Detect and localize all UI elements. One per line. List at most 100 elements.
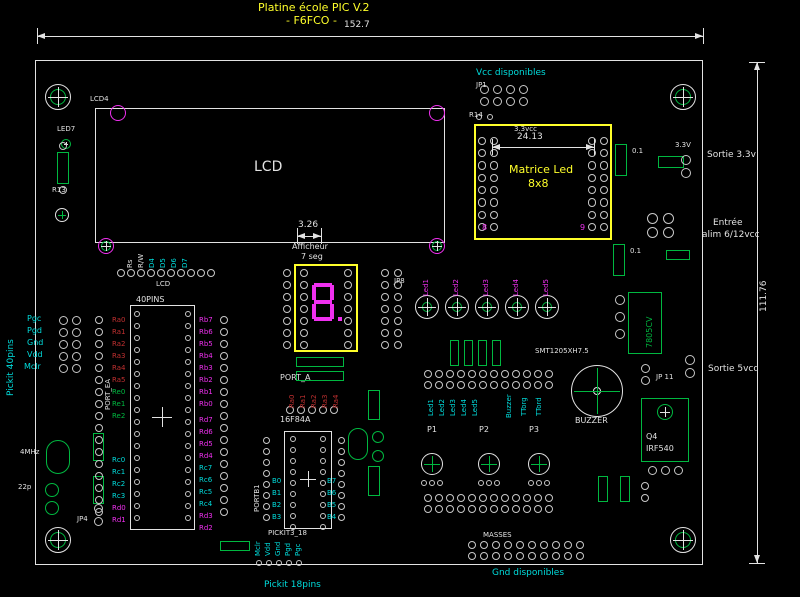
jp1-header-pad [479, 84, 489, 94]
ic18-pins-right-pad [319, 501, 327, 509]
port-b-header-pad [220, 448, 228, 456]
port-a-header-pad [330, 406, 338, 414]
ic40-pins-right-pad [184, 502, 192, 510]
port-ea-header-pad [95, 436, 103, 444]
cap-22p-2 [45, 501, 59, 515]
pot3-pads-pad [544, 480, 550, 486]
ic40-re2: Re2 [112, 412, 126, 420]
pot1-pads-pad [429, 480, 435, 486]
ic18-b3: B3 [272, 513, 282, 521]
ic18-b0: B0 [272, 477, 282, 485]
label-jp1: JP1 [476, 81, 487, 89]
ic18-right-header-pad [337, 436, 345, 444]
label-pickit-18pins: Pickit 18pins [264, 580, 321, 590]
matrix-pads-right-pad [587, 173, 597, 183]
jp8-header-pad [394, 305, 402, 313]
mid-connector-top-pad [490, 370, 498, 378]
pot-p1-cross-v [431, 456, 433, 472]
ic18-pins-left-pad [289, 501, 297, 509]
label-smt1205: SMT1205XH7.5 [535, 347, 589, 355]
alim-terminal-pad [646, 212, 658, 224]
label-sortie-5vcc: Sortie 5vcc [708, 364, 759, 374]
pickit40-header-pad [58, 339, 68, 349]
jp8-header-pad [381, 341, 389, 349]
lcd-hole-bl-cross-v [105, 241, 107, 251]
seg-pads-left-pad [300, 281, 308, 289]
label-portb1: PORTB1 [253, 484, 261, 512]
cap-xtal2-1 [372, 431, 384, 443]
bot-right-pads-pad [641, 482, 649, 490]
ic40-rc4: Rc4 [199, 500, 213, 508]
ic40-rd7: Rd7 [199, 416, 213, 424]
port-b-header-pad [220, 460, 228, 468]
masses-pads-pad [564, 552, 572, 560]
ic18-right-header-pad [337, 469, 345, 477]
ic40-rd0: Rd0 [112, 504, 126, 512]
ic40-pins-left-pad [133, 454, 141, 462]
label-p2: P2 [479, 425, 489, 434]
pot1-pads-pad [421, 480, 427, 486]
crystal-4mhz [46, 440, 70, 474]
lcd-pin-d5: D5 [159, 258, 167, 268]
mid-connector-bottom-pad [545, 505, 553, 513]
seg-header-left-pad [283, 281, 291, 289]
port-ea-header-pad [95, 424, 103, 432]
ic18-b6: B6 [327, 489, 337, 497]
port-a-header-pad [286, 406, 294, 414]
led-1 [415, 295, 439, 319]
mid-connector-bottom-pad [490, 494, 498, 502]
matrix-pads-left-pad [489, 222, 499, 232]
component-33v [658, 156, 684, 168]
mid-connector-bottom-pad [457, 494, 465, 502]
label-led1: Led1 [422, 279, 430, 296]
ic18-right-header-pad [337, 458, 345, 466]
matrix-pads-right-pad [587, 186, 597, 195]
pickit40-header-pad [58, 315, 68, 325]
pickit18-header-pad [296, 560, 302, 566]
pot-p1 [421, 453, 443, 475]
diode-d1 [666, 250, 690, 260]
port-b-header-pad [220, 472, 228, 480]
ic40-pins-left-pad [133, 358, 141, 366]
seg-header-left-pad [283, 305, 291, 313]
ic18-pins-left-pad [289, 479, 297, 487]
dim-board-width-tick-b [703, 28, 704, 44]
ic18-pins-right-pad [319, 490, 327, 498]
seg-pads-right-pad [344, 293, 352, 301]
ic18-right-header-pad [337, 447, 345, 455]
port-b-header-pad [220, 388, 228, 396]
mid-connector-bottom-pad [501, 494, 509, 502]
masses-pads-pad [468, 552, 476, 560]
dim-matrix-width-label: 24.13 [517, 132, 543, 142]
masses-pads-pad [540, 552, 548, 560]
mid-connector-top-pad [468, 370, 476, 378]
ic40-pins-right-pad [184, 490, 192, 498]
lcd-hole-tr [429, 105, 445, 121]
mount-hole-tr-cross-v [682, 87, 684, 107]
label-afficheur: Afficheur [292, 242, 328, 251]
lcd-connector-pads-pad [157, 269, 165, 277]
label-40pins: 40PINS [136, 295, 165, 304]
ic40-pins-right-pad [184, 370, 192, 378]
ic40-ra0: Ra0 [112, 316, 126, 324]
port-b-header-pad [220, 508, 228, 516]
dim-matrix-width-tick-b [594, 139, 595, 155]
label-led3: Led3 [482, 279, 490, 296]
led7-resistor-pads-pad [59, 186, 67, 194]
masses-pads-pad [504, 552, 512, 560]
port-b-header-pad [220, 376, 228, 384]
q4-hole-cross-v [664, 407, 666, 417]
lcd-hole-br-cross-v [436, 241, 438, 251]
r14-pads-pad [487, 114, 493, 120]
masses-pads-pad [480, 552, 488, 560]
port-ea-header-pad [95, 460, 103, 468]
ic40-rd4: Rd4 [199, 452, 213, 460]
led-5-cross-v [546, 298, 548, 316]
pot2-pads-pad [486, 480, 492, 486]
conn-led4: Led4 [460, 399, 468, 416]
pickit40-header-pad [71, 351, 81, 361]
led7-resistor-pads-pad [59, 142, 67, 150]
label-led5: Led5 [542, 279, 550, 296]
q4-hole [657, 404, 673, 420]
